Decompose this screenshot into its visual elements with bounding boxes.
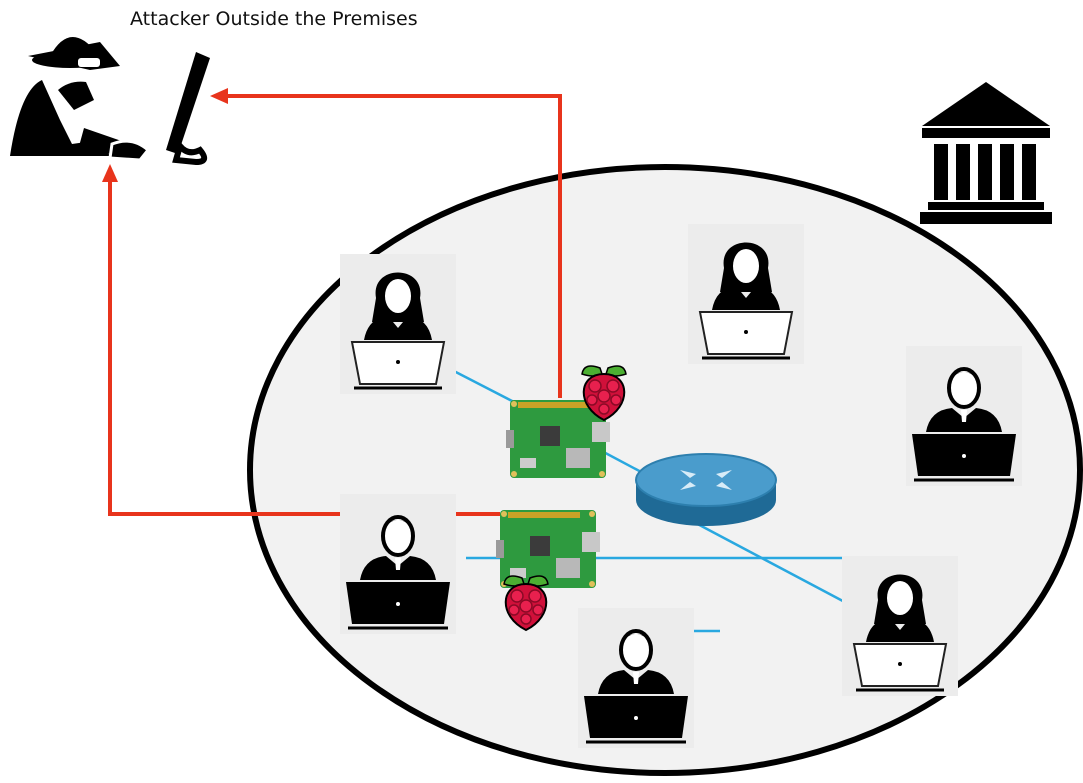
female-user-laptop-icon (686, 222, 806, 366)
male-user-laptop-icon (338, 492, 458, 636)
network-router-icon (635, 453, 777, 526)
male-user-laptop-icon (904, 344, 1024, 488)
computer-monitor-icon (166, 52, 210, 166)
attacker-caption: Attacker Outside the Premises (130, 8, 418, 30)
female-user-laptop-icon (338, 252, 458, 396)
spy-hacker-icon (10, 36, 151, 162)
bank-building-icon (920, 82, 1052, 224)
female-user-laptop-icon (840, 554, 960, 698)
attack-arrowhead-attacker (102, 164, 118, 182)
attack-arrowhead-monitor (210, 88, 228, 104)
male-user-laptop-icon (576, 606, 696, 750)
